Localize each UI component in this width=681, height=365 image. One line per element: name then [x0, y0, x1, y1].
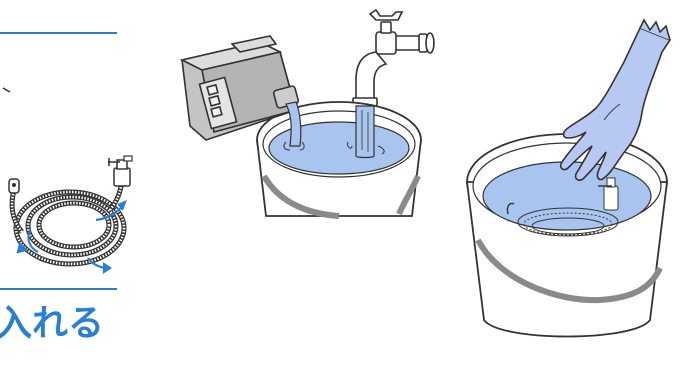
detergent-panel	[182, 10, 434, 216]
faucet-icon	[353, 10, 434, 106]
gloved-hand-icon	[561, 20, 670, 180]
mark-icon	[3, 88, 10, 92]
coiled-hose-icon	[9, 156, 132, 264]
bucket-panel	[467, 20, 670, 337]
water-stream	[356, 106, 374, 158]
section-heading: 入れる	[0, 306, 104, 342]
water-surface-3	[483, 162, 651, 230]
hose-panel	[0, 33, 132, 289]
water-surface	[269, 122, 409, 174]
